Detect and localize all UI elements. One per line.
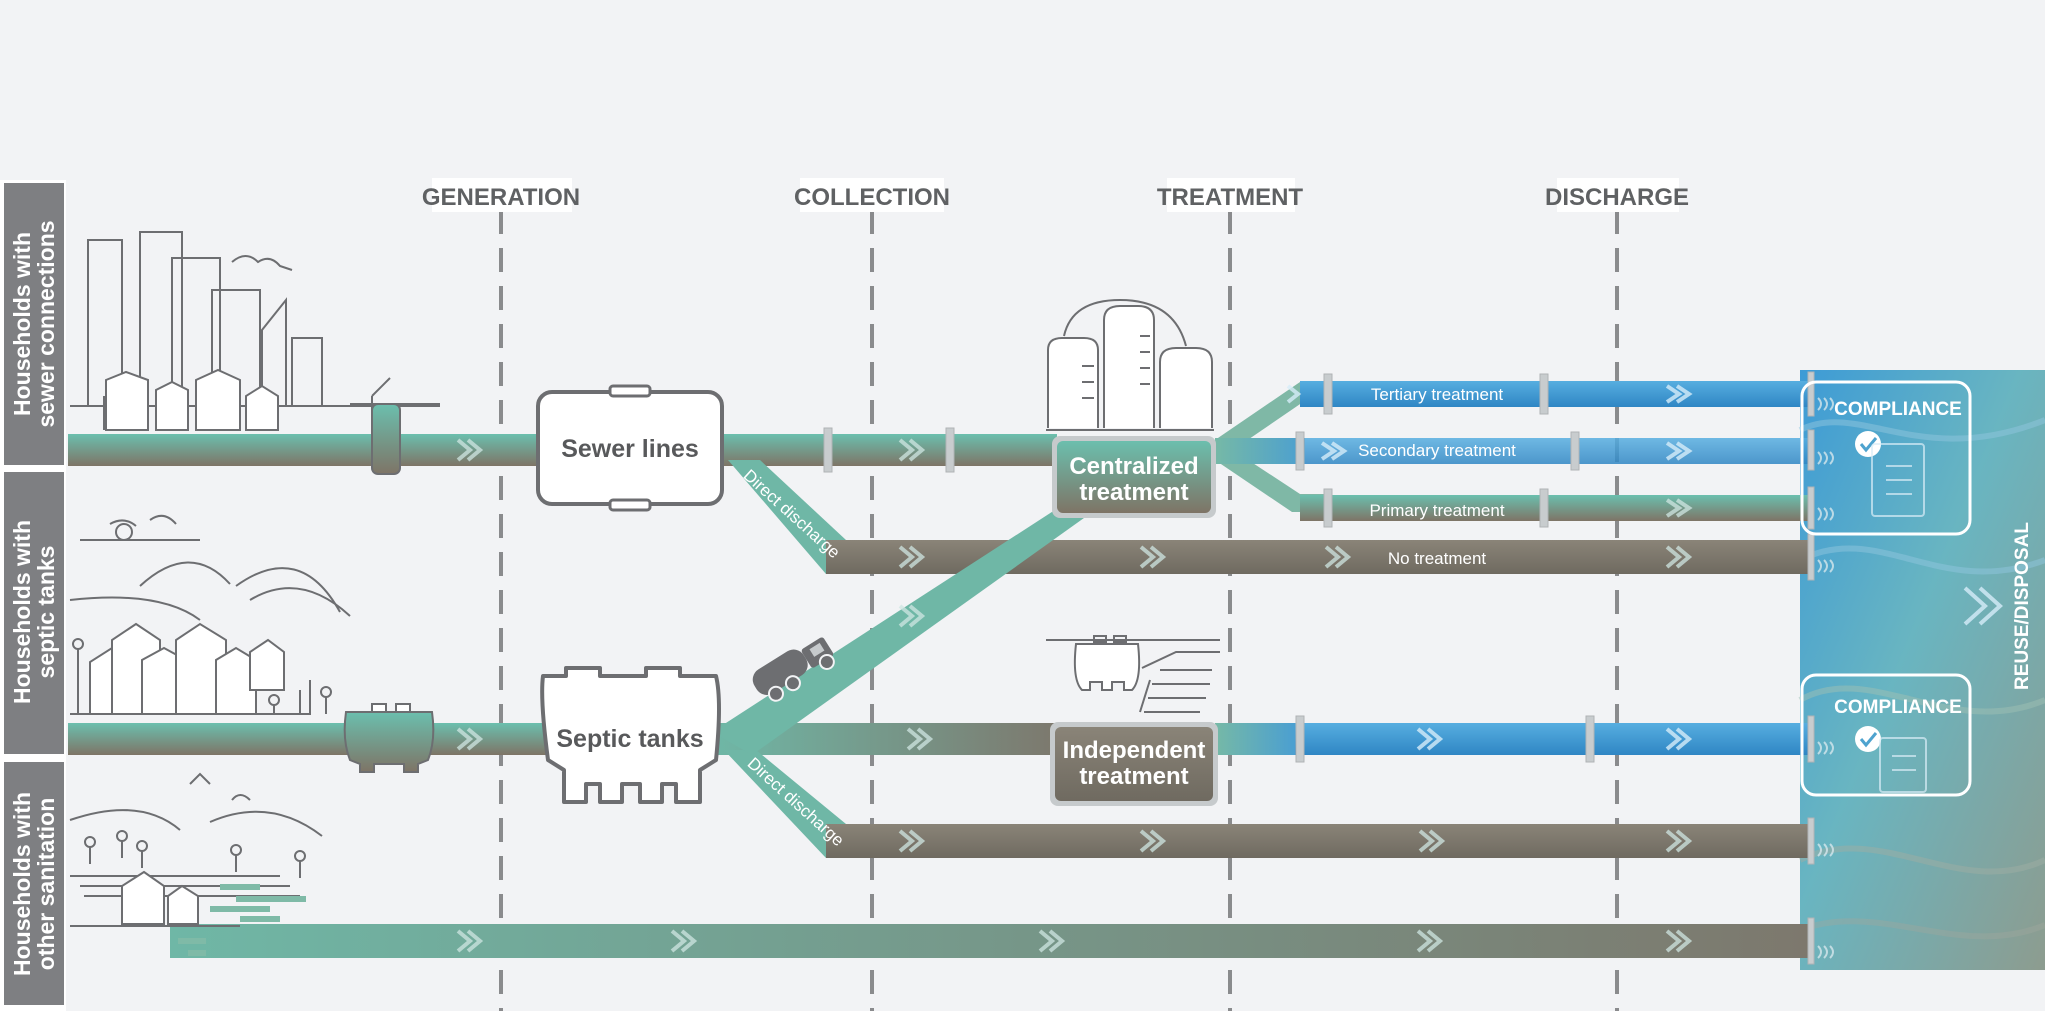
primary-treatment-label: Primary treatment [1369, 501, 1504, 520]
septage-truck-route [712, 508, 1098, 755]
direct-discharge-pipe-1 [728, 460, 846, 574]
household-other-line1: Households with [9, 792, 35, 976]
independent-treatment: Independent treatment [1046, 635, 1220, 806]
secondary-pipe [1300, 438, 1810, 464]
flow-chevrons [456, 384, 1693, 953]
compliance-label-2: COMPLIANCE [1834, 697, 1962, 718]
pipes [68, 381, 1810, 958]
other-sanitation-pipe [170, 924, 1810, 958]
direct-discharge-label-1: Direct discharge [740, 466, 844, 562]
panel-sewer [4, 183, 64, 465]
tertiary-pipe [1300, 381, 1810, 407]
no-treatment-label: No treatment [1388, 549, 1487, 568]
household-sewer-line2: sewer connections [33, 220, 59, 427]
independent-tank-icon [1046, 635, 1220, 713]
pipe-couplings [823, 371, 1815, 965]
treatment-tanks-icon [1046, 298, 1214, 431]
direct-discharge-label-2: Direct discharge [744, 754, 848, 850]
compliance-box-1: COMPLIANCE [1800, 380, 1972, 536]
runoff-marks [178, 884, 306, 956]
stage-treatment: TREATMENT [1157, 184, 1304, 211]
panel-other [4, 762, 64, 1005]
clipboard-icon [1879, 737, 1927, 793]
septic-inlet-pipe [68, 723, 548, 755]
household-septic-tank [343, 703, 435, 773]
septic-tanks-label: Septic tanks [556, 725, 703, 753]
village-illustration [69, 514, 351, 715]
independent-label-line2: treatment [1079, 763, 1188, 790]
household-septic-line1: Households with [9, 520, 35, 704]
stage-discharge: DISCHARGE [1545, 184, 1689, 211]
compliance-box-2: COMPLIANCE [1800, 673, 1972, 797]
centralized-label-line2: treatment [1079, 479, 1188, 506]
direct-discharge-outfall [826, 824, 1810, 858]
secondary-treatment-label: Secondary treatment [1358, 441, 1516, 460]
independent-outlet-pipe [1215, 723, 1810, 755]
tertiary-treatment-label: Tertiary treatment [1371, 385, 1504, 404]
outfall-splashes [1817, 397, 1834, 959]
primary-pipe [1300, 495, 1810, 521]
panel-septic [4, 472, 64, 754]
septage-truck-icon [752, 637, 835, 702]
stage-collection: COLLECTION [794, 184, 950, 211]
check-icon [1855, 726, 1881, 752]
household-other-line2: other sanitation [33, 798, 59, 971]
centralized-label-line1: Centralized [1069, 453, 1198, 480]
direct-discharge-pipe-2 [724, 750, 846, 858]
city-skyline-illustration [70, 231, 440, 431]
clipboard-icon [1871, 443, 1925, 517]
centralized-treatment: Centralized treatment [1046, 298, 1216, 518]
sewer-lines-label: Sewer lines [561, 435, 699, 463]
stage-dividers: GENERATION COLLECTION TREATMENT DISCHARG… [422, 178, 1689, 1011]
independent-label-line1: Independent [1063, 737, 1206, 764]
household-panels: Households with sewer connections Househ… [0, 180, 66, 1011]
outlet-chevron-icon [1963, 586, 2003, 626]
compliance-label-1: COMPLIANCE [1834, 399, 1962, 420]
rural-illustration [69, 772, 323, 927]
sewer-lines-box: Sewer lines [536, 384, 724, 512]
sewer-manhole [371, 403, 401, 475]
reuse-disposal-label: REUSE/DISPOSAL [2012, 522, 2033, 690]
receiving-water: REUSE/DISPOSAL [1798, 370, 2045, 970]
household-septic-line2: septic tanks [33, 546, 59, 679]
household-sewer-line1: Households with [9, 232, 35, 416]
sewer-to-centralized-pipe [722, 434, 1057, 466]
septic-tanks-box: Septic tanks [540, 666, 721, 804]
stage-generation: GENERATION [422, 184, 580, 211]
